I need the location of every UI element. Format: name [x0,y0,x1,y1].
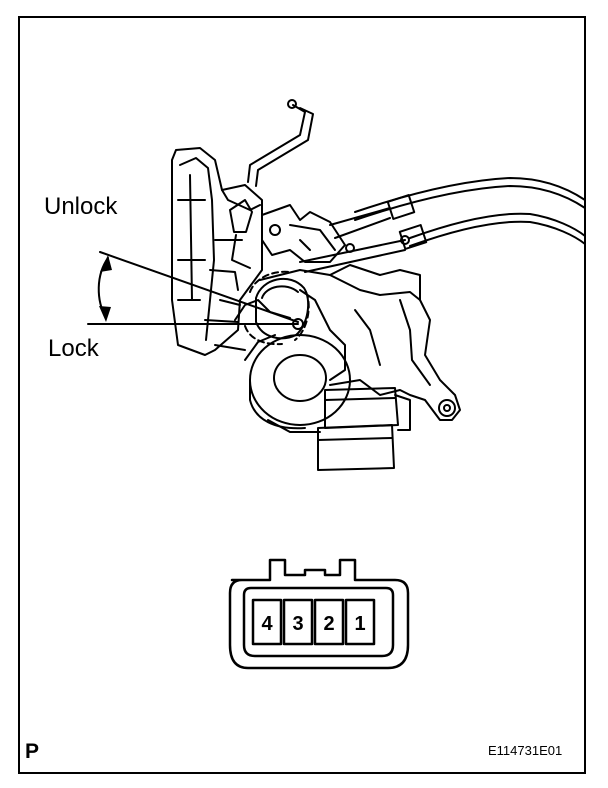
connector-pin-numbers: 4 3 2 1 [261,613,365,635]
lock-rod [247,99,314,187]
page-mark: P [25,740,40,763]
control-cables [299,177,586,273]
linkage [261,204,410,263]
angle-arrowheads [99,255,112,322]
pin-label: 4 [261,613,273,635]
figure-frame [18,16,586,774]
connector-face [228,558,410,670]
angle-indicator [87,251,299,325]
pin-label: 3 [292,613,303,635]
unlock-label: Unlock [44,193,118,220]
lock-knob [234,270,310,346]
pin-label: 1 [354,613,365,635]
pin-label: 2 [323,613,334,635]
figure-code: E114731E01 [488,743,563,758]
lock-body [171,147,263,356]
actuator-housing [244,264,461,471]
lock-label: Lock [48,335,99,362]
